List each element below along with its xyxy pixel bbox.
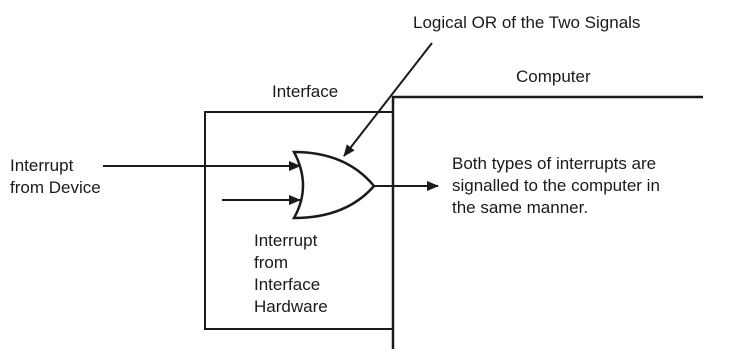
output-note-line3: the same manner. [452,198,589,217]
hardware-interrupt-line3: Interface [254,275,321,294]
output-note-line2: signalled to the computer in [452,176,660,195]
or-gate [291,150,376,220]
computer-label: Computer [516,67,591,86]
hardware-interrupt-label: Interrupt from Interface Hardware [254,230,328,318]
output-note-line1: Both types of interrupts are [452,154,657,173]
computer-boundary [391,95,703,349]
interface-label: Interface [272,82,339,101]
hardware-interrupt-line2: from [254,253,288,272]
or-callout-arrow [343,42,433,157]
output-note: Both types of interrupts are signalled t… [452,153,660,219]
device-interrupt-line2: from Device [10,178,101,197]
hardware-interrupt-line1: Interrupt [254,231,318,250]
hardware-interrupt-line4: Hardware [254,297,328,316]
device-interrupt-line1: Interrupt [10,156,74,175]
device-interrupt-label: Interrupt from Device [10,155,101,199]
interface-box [204,111,392,330]
or-gate-note: Logical OR of the Two Signals [413,13,641,32]
